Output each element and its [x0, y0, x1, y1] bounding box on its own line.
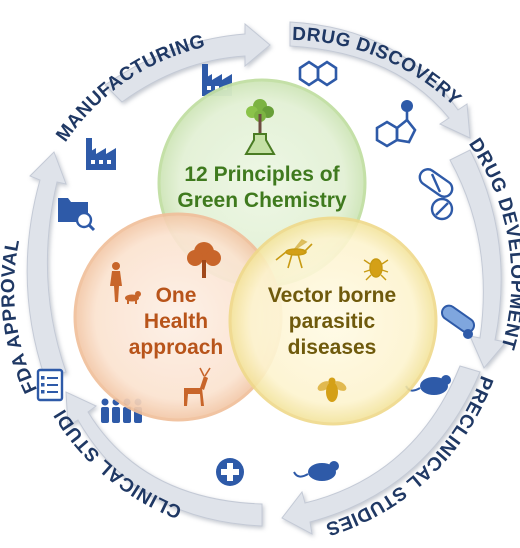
- bug-icon: [363, 258, 389, 281]
- pills-icon: [418, 168, 454, 221]
- tree-flask-icon: [244, 99, 276, 155]
- arrow-segment-bottom-right: [281, 365, 481, 535]
- folder-search-icon: [58, 198, 96, 232]
- deer-icon: [184, 367, 211, 406]
- molecule-icon: [298, 60, 338, 87]
- green-circle-title-line2: Green Chemistry: [177, 189, 347, 212]
- yellow-circle-title-line2: parasitic: [289, 310, 376, 333]
- capsule-icon: [440, 304, 476, 339]
- cycle-ring: [26, 21, 507, 535]
- mouse-icon: [405, 375, 451, 395]
- mouse-icon-2: [293, 461, 339, 481]
- medical-cross-icon: [216, 458, 244, 486]
- yellow-circle-title-line3: diseases: [288, 336, 377, 359]
- factory-icon: [86, 138, 116, 170]
- orange-circle-title-line1: One: [156, 284, 197, 307]
- fly-icon: [317, 377, 347, 402]
- orange-circle-title-line2: Health: [144, 310, 208, 333]
- arrow-segment-left: [26, 151, 67, 379]
- mosquito-icon: [275, 238, 313, 269]
- tree-icon: [187, 242, 221, 278]
- green-circle-title-line1: 12 Principles of: [184, 163, 340, 186]
- person-dog-icon: [110, 262, 141, 304]
- checklist-icon: [36, 368, 64, 402]
- arrow-segment-top-right: [289, 21, 471, 139]
- arrow-segment-top: [104, 22, 271, 103]
- molecule-ball-icon: [375, 100, 417, 148]
- orange-circle-title-line3: approach: [129, 336, 224, 359]
- arrow-segment-bottom-left: [65, 391, 263, 527]
- arrow-segment-right: [449, 149, 507, 369]
- yellow-circle-title-line1: Vector borne: [268, 284, 396, 307]
- vector-borne-circle: [228, 216, 438, 426]
